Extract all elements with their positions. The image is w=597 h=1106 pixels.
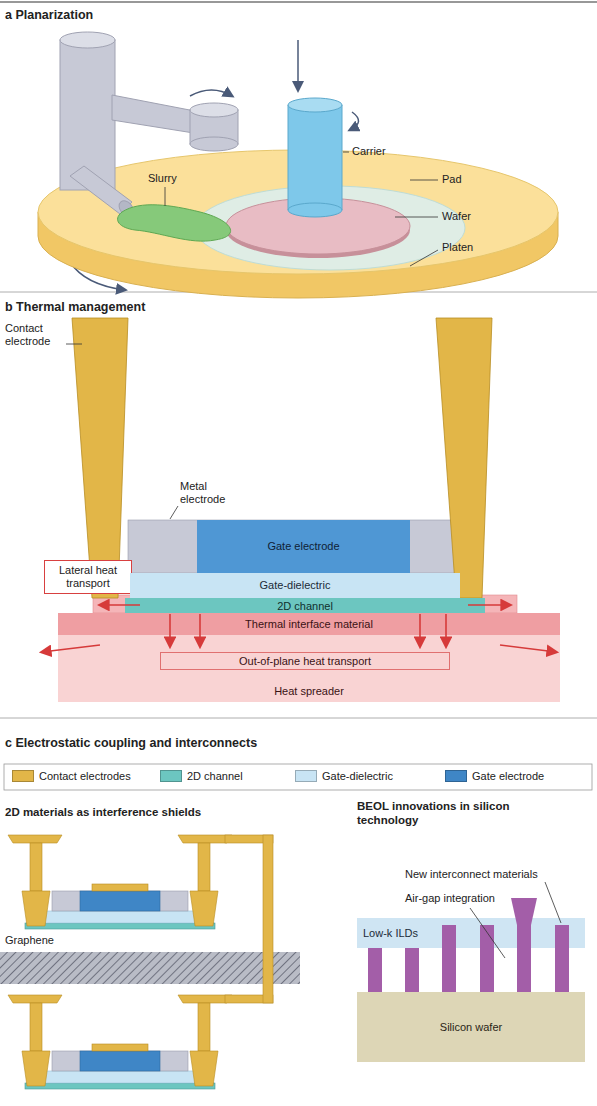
label-text: Pad [442, 173, 462, 186]
label-text: c Electrostatic coupling and interconnec… [5, 736, 257, 751]
node-text: 2D channel [277, 600, 333, 613]
legend-text: Contact electrodes [39, 770, 131, 782]
label-text: Contact electrode [5, 322, 67, 348]
label-text: Carrier [352, 145, 386, 158]
label-text: Platen [442, 241, 473, 254]
label-text: New interconnect materials [405, 868, 538, 881]
node-text: Silicon wafer [440, 1021, 502, 1034]
legend-item: Gate electrode [445, 770, 544, 782]
legend-item: Gate-dielectric [295, 770, 393, 782]
label-text: Graphene [5, 934, 54, 947]
legend-swatch [12, 770, 34, 782]
node-text: Heat spreader [274, 685, 344, 698]
node-text: Lateral heat transport [45, 564, 131, 590]
label-text: Slurry [148, 172, 177, 185]
legend-item: 2D channel [160, 770, 243, 782]
substrate-layer: Silicon wafer [357, 992, 585, 1062]
label-text: 2D materials as interference shields [5, 806, 201, 820]
legend-text: 2D channel [187, 770, 243, 782]
node-text: Gate electrode [267, 540, 339, 553]
legend-swatch [445, 770, 467, 782]
heat-spreader-layer: Heat spreader Out-of-plane heat transport [58, 635, 560, 702]
gate-electrode-box: Gate electrode [197, 520, 410, 573]
label-text: Wafer [442, 210, 471, 223]
legend-item: Contact electrodes [12, 770, 131, 782]
ild-layer: Low-k ILDs [357, 918, 437, 948]
node-text: Out-of-plane heat transport [239, 655, 371, 668]
node-text: Gate-dielectric [260, 579, 331, 592]
legend-text: Gate-dielectric [322, 770, 393, 782]
legend-swatch [295, 770, 317, 782]
dielectric-layer: Gate-dielectric [130, 573, 460, 598]
label-text: BEOL innovations in silicon technology [357, 800, 517, 827]
callout-box: Lateral heat transport [44, 560, 132, 594]
node-text: Thermal interface material [245, 618, 373, 631]
label-text: Metal electrode [180, 480, 242, 506]
label-text: Air-gap integration [405, 892, 495, 905]
interface-layer: Thermal interface material [58, 613, 560, 635]
legend-swatch [160, 770, 182, 782]
heat-path-box: Out-of-plane heat transport [160, 652, 450, 670]
label-text: b Thermal management [5, 300, 145, 315]
node-text: Low-k ILDs [361, 927, 420, 940]
label-text: a Planarization [5, 8, 93, 23]
legend-text: Gate electrode [472, 770, 544, 782]
